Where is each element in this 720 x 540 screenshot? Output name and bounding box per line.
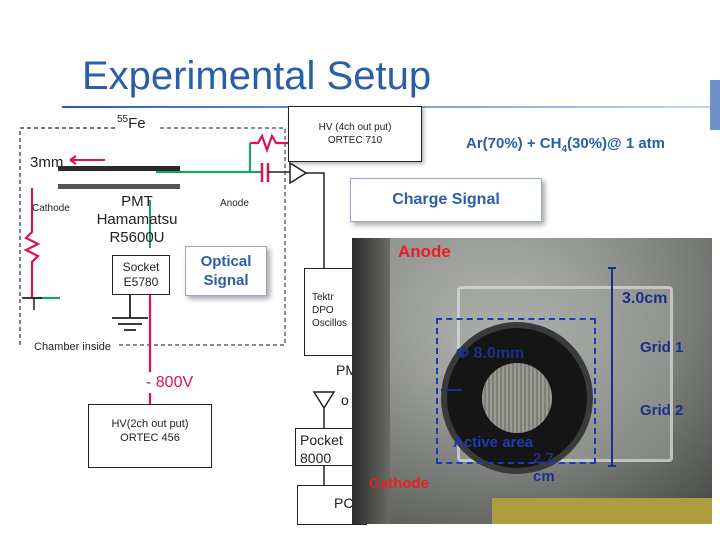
photo-active-unit: cm <box>533 468 555 485</box>
pocket-line1: Pocket <box>300 432 343 448</box>
source-label: 55Fe <box>117 114 146 132</box>
photo-diameter-label: Φ 8.0mm <box>456 345 525 362</box>
hv-wire-green <box>156 143 262 174</box>
photo-active-area-label: Active area <box>453 434 534 451</box>
pm-amplifier-symbol <box>312 391 336 410</box>
pm-label: PM <box>336 362 357 378</box>
gas-mixture-label: Ar(70%) + CH4(30%)@ 1 atm <box>466 135 665 155</box>
scope-line3: Oscillos <box>312 318 348 329</box>
hv-top-line2: ORTEC 710 <box>327 135 383 146</box>
photo-active-value: 2.7 <box>533 450 554 467</box>
gas-prefix: Ar(70%) + CH <box>466 135 562 152</box>
source-element: Fe <box>128 115 146 132</box>
photo-grid2-label: Grid 2 <box>640 402 684 419</box>
ground-socket <box>112 295 148 331</box>
photo-left-edge <box>352 238 390 524</box>
anode-label: Anode <box>220 198 249 209</box>
corner-accent <box>710 80 720 130</box>
chamber-outline-path <box>19 127 286 346</box>
photo-width-label: 3.0cm <box>622 290 668 307</box>
slide-title: Experimental Setup <box>82 54 432 98</box>
optical-signal-callout: Optical Signal <box>185 246 267 296</box>
photo-gold-base <box>492 498 712 524</box>
pmt-line3: R5600U <box>109 229 165 246</box>
gas-sub: 4 <box>561 144 568 155</box>
optical-line2: Signal <box>203 272 249 289</box>
source-mass: 55 <box>117 114 129 125</box>
hv-bottom-box: HV(2ch out put) ORTEC 456 <box>88 404 212 468</box>
optical-line1: Optical <box>200 253 252 270</box>
cathode-resistor <box>23 188 41 298</box>
photo-grid1-label: Grid 1 <box>640 339 684 356</box>
chamber-inside-label: Chamber inside <box>34 341 112 353</box>
socket-line1: Socket <box>122 260 160 274</box>
active-area-box <box>436 318 596 464</box>
hv-wire-red <box>250 133 289 154</box>
photo-anode-label: Anode <box>398 242 451 261</box>
pmt-line1: PMT <box>121 193 153 210</box>
hv-top-box: HV (4ch out put) ORTEC 710 <box>288 106 422 162</box>
hv-bottom-line1: HV(2ch out put) <box>111 418 189 430</box>
negative-voltage-label: - 800V <box>146 374 194 391</box>
hv-bottom-line2: ORTEC 456 <box>120 432 180 444</box>
o-label: o <box>341 392 349 408</box>
scope-line2: DPO <box>312 305 334 316</box>
photo-mesh <box>482 363 552 433</box>
charge-signal-callout: Charge Signal <box>350 178 542 222</box>
socket-line2: E5780 <box>123 275 159 289</box>
socket-box: Socket E5780 <box>112 255 170 295</box>
amplifier-symbol <box>289 161 308 185</box>
cathode-label: Cathode <box>32 203 70 214</box>
pocket-line2: 8000 <box>300 450 332 466</box>
gap-arrow-left <box>69 155 105 165</box>
gas-suffix: (30%)@ 1 atm <box>567 135 666 152</box>
anode-plate <box>58 166 180 171</box>
cathode-plate <box>58 184 180 189</box>
chamber-photo <box>352 238 712 524</box>
scope-line1: Tektr <box>312 292 334 303</box>
gap-label: 3mm <box>30 154 64 171</box>
pmt-line2: Hamamatsu <box>96 211 178 228</box>
pmt-label: PMT Hamamatsu R5600U <box>92 190 182 250</box>
hv-top-line1: HV (4ch out put) <box>318 122 392 133</box>
photo-cathode-label: Cathode <box>369 475 429 492</box>
